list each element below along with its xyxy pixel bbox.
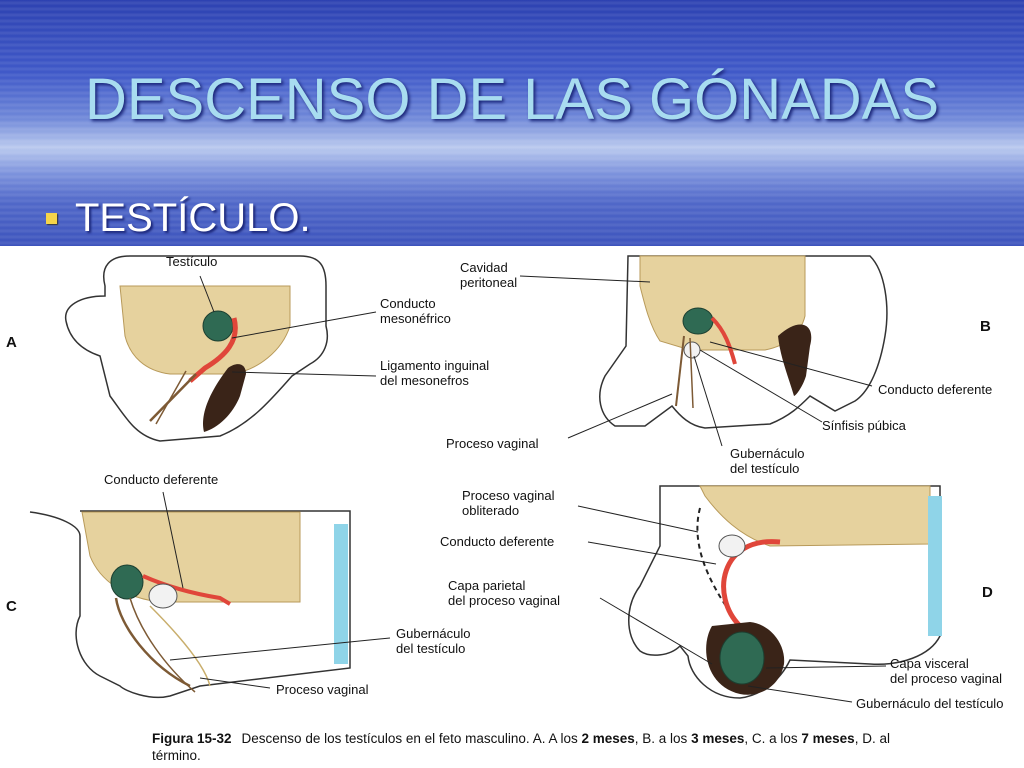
caption-figure-label: Figura 15-32 [152,731,232,746]
figure-illustration: A B C D Testículo Conducto mesonéfrico L… [0,246,1024,768]
slide-header: DESCENSO DE LAS GÓNADAS TESTÍCULO. [0,0,1024,246]
label-b-proceso-vaginal: Proceso vaginal [446,436,539,451]
caption-text-2: , B. a los [634,731,692,746]
label-b-gubernaculo: Gubernáculo del testículo [730,446,805,476]
label-b-cavidad-peritoneal: Cavidad peritoneal [460,260,518,290]
caption-text-1: Descenso de los testículos en el feto ma… [241,731,582,746]
panel-c-drawing [29,491,391,698]
testis-descent-diagram [29,255,942,703]
bullet-square-icon [46,213,57,224]
label-b-sinfisis-pubica: Sínfisis púbica [822,418,906,433]
caption-bold-1: 2 meses [581,731,635,746]
panel-letter-c: C [6,598,17,615]
caption-text-3: , C. a los [744,731,802,746]
slide-title: DESCENSO DE LAS GÓNADAS [84,67,940,132]
caption-bold-2: 3 meses [691,731,745,746]
panel-a-drawing [65,255,377,442]
label-c-conducto-deferente: Conducto deferente [104,472,219,487]
label-d-proceso-obliterado: Proceso vaginal obliterado [462,488,555,518]
label-c-proceso-vaginal: Proceso vaginal [276,682,369,697]
label-a-ligamento-inguinal: Ligamento inguinal del mesonefros [380,358,490,388]
panel-letter-a: A [6,334,17,351]
panel-b-drawing [519,255,888,447]
caption-bold-3: 7 meses [801,731,855,746]
caption-text-4: , D. al término. [152,731,890,763]
figure-caption: Figura 15-32 Descenso de los testículos e… [152,730,932,764]
label-d-capa-parietal: Capa parietal del proceso vaginal [448,578,561,608]
label-c-gubernaculo: Gubernáculo del testículo [396,626,471,656]
panel-letter-d: D [982,584,993,601]
label-b-conducto-deferente: Conducto deferente [878,382,993,397]
label-d-capa-visceral: Capa visceral del proceso vaginal [890,656,1003,686]
panel-letter-b: B [980,318,991,335]
label-a-testiculo: Testículo [166,254,218,269]
bullet-text: TESTÍCULO. [75,196,311,240]
label-d-gubernaculo: Gubernáculo del testículo [856,696,1004,711]
panel-d-drawing [577,485,942,703]
bullet-item: TESTÍCULO. [46,196,311,241]
label-a-conducto-mesonefrico: Conducto mesonéfrico [380,296,451,326]
label-d-conducto-deferente: Conducto deferente [440,534,555,549]
